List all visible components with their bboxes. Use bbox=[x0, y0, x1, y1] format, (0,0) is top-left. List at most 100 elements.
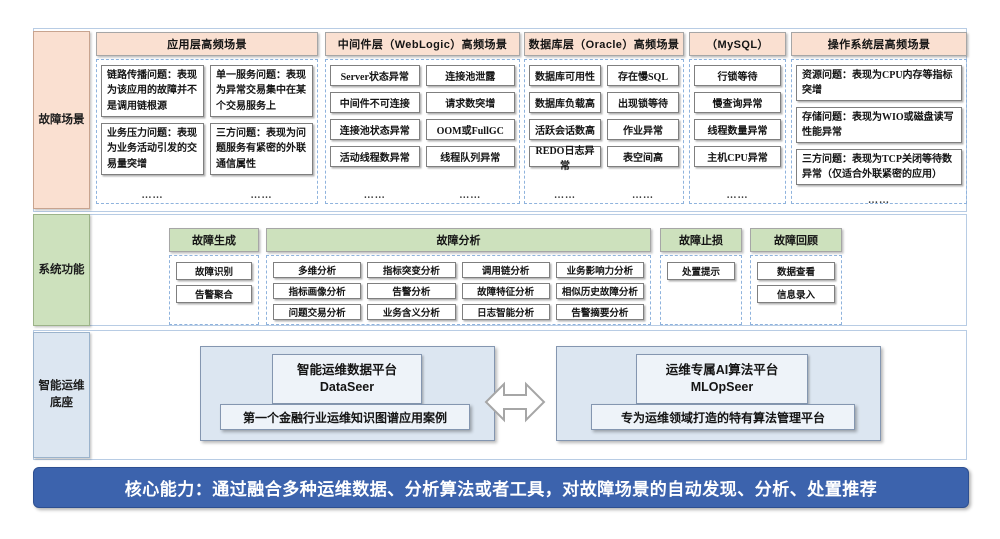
scenario-item[interactable]: 活跃会话数高 bbox=[529, 119, 601, 140]
function-item[interactable]: 信息录入 bbox=[757, 285, 835, 303]
function-item[interactable]: 告警聚合 bbox=[176, 285, 252, 303]
scenario-item[interactable]: 链路传播问题：表现为该应用的故障并不是调用链根源 bbox=[101, 65, 204, 117]
function-column-body: 处置提示 bbox=[660, 255, 742, 325]
function-column: 故障回顾数据查看信息录入 bbox=[750, 228, 842, 325]
scenario-column: 操作系统层高频场景资源问题：表现为CPU内存等指标突增存储问题：表现为WIO或磁… bbox=[791, 32, 967, 206]
function-column-title: 故障分析 bbox=[266, 228, 651, 252]
scenario-item[interactable]: OOM或FullGC bbox=[425, 119, 515, 140]
function-item[interactable]: 业务影响力分析 bbox=[555, 262, 644, 278]
function-column-body: 多维分析指标画像分析问题交易分析指标突变分析告警分析业务含义分析调用链分析故障特… bbox=[266, 255, 651, 325]
platform-name-dataseer: 智能运维数据平台 DataSeer bbox=[272, 354, 422, 404]
scenario-column: （MySQL） 行锁等待慢查询异常线程数量异常主机CPU异常 …… bbox=[689, 32, 786, 204]
scenario-item[interactable]: 线程队列异常 bbox=[425, 146, 515, 167]
scenario-item[interactable]: REDO日志异常 bbox=[529, 146, 601, 172]
function-item[interactable]: 告警分析 bbox=[367, 283, 456, 299]
scenario-item[interactable]: 表空间高 bbox=[607, 146, 679, 167]
double-arrow-horizontal-icon bbox=[484, 374, 546, 430]
function-subcolumn: 指标突变分析告警分析业务含义分析 bbox=[367, 262, 456, 320]
scenario-item[interactable]: 单一服务问题：表现为异常交易集中在某个交易服务上 bbox=[210, 65, 313, 117]
platform-name-line2: MLOpSeer bbox=[690, 380, 754, 394]
function-item[interactable]: 多维分析 bbox=[273, 262, 362, 278]
scenario-column-title: 操作系统层高频场景 bbox=[791, 32, 967, 56]
scenario-subcolumn: Server状态异常中间件不可连接连接池状态异常活动线程数异常 …… bbox=[330, 65, 420, 201]
function-item[interactable]: 问题交易分析 bbox=[273, 304, 362, 320]
function-item[interactable]: 指标突变分析 bbox=[367, 262, 456, 278]
scenario-item[interactable]: Server状态异常 bbox=[330, 65, 420, 86]
function-column-body: 数据查看信息录入 bbox=[750, 255, 842, 325]
function-item[interactable]: 数据查看 bbox=[757, 262, 835, 280]
scenario-item[interactable]: 资源问题：表现为CPU内存等指标突增 bbox=[796, 65, 962, 101]
row-label-base: 智能运维 底座 bbox=[33, 332, 90, 458]
scenario-column: 中间件层（WebLogic）高频场景 Server状态异常中间件不可连接连接池状态… bbox=[325, 32, 520, 204]
scenario-column-body: 资源问题：表现为CPU内存等指标突增存储问题：表现为WIO或磁盘读写性能异常三方… bbox=[791, 59, 967, 206]
function-column: 故障生成故障识别告警聚合 bbox=[169, 228, 259, 325]
function-column-title: 故障回顾 bbox=[750, 228, 842, 252]
function-item[interactable]: 日志智能分析 bbox=[461, 304, 550, 320]
scenario-subcolumn: 资源问题：表现为CPU内存等指标突增存储问题：表现为WIO或磁盘读写性能异常三方… bbox=[796, 65, 962, 206]
scenario-item[interactable]: 请求数突增 bbox=[425, 92, 515, 113]
scenario-item[interactable]: 中间件不可连接 bbox=[330, 92, 420, 113]
function-subcolumn: 调用链分析故障特征分析日志智能分析 bbox=[461, 262, 550, 320]
function-subcolumn: 数据查看信息录入 bbox=[757, 262, 835, 318]
scenario-item[interactable]: 连接池状态异常 bbox=[330, 119, 420, 140]
scenario-ellipsis: …… bbox=[363, 190, 386, 201]
scenario-column-body: Server状态异常中间件不可连接连接池状态异常活动线程数异常 …… 连接池泄露请求… bbox=[325, 59, 520, 204]
scenario-ellipsis: …… bbox=[250, 190, 273, 201]
scenario-ellipsis: …… bbox=[726, 190, 749, 201]
scenario-column-title: 应用层高频场景 bbox=[96, 32, 318, 56]
scenario-item[interactable]: 出现锁等待 bbox=[607, 92, 679, 113]
platform-name-mlopseer: 运维专属AI算法平台 MLOpSeer bbox=[636, 354, 808, 404]
function-column: 故障分析多维分析指标画像分析问题交易分析指标突变分析告警分析业务含义分析调用链分… bbox=[266, 228, 651, 325]
scenario-item[interactable]: 存在慢SQL bbox=[607, 65, 679, 86]
row-label-function: 系统功能 bbox=[33, 214, 90, 326]
core-capability-banner: 核心能力：通过融合多种运维数据、分析算法或者工具，对故障场景的自动发现、分析、处… bbox=[33, 467, 969, 508]
function-item[interactable]: 相似历史故障分析 bbox=[555, 283, 644, 299]
function-item[interactable]: 处置提示 bbox=[667, 262, 735, 280]
scenario-item[interactable]: 主机CPU异常 bbox=[694, 146, 781, 167]
scenario-item[interactable]: 活动线程数异常 bbox=[330, 146, 420, 167]
function-column: 故障止损处置提示 bbox=[660, 228, 742, 325]
function-item[interactable]: 故障特征分析 bbox=[461, 283, 550, 299]
scenario-item[interactable]: 业务压力问题：表现为业务活动引发的交易量突增 bbox=[101, 123, 204, 175]
scenario-column-title: （MySQL） bbox=[689, 32, 786, 56]
scenario-ellipsis: …… bbox=[632, 190, 654, 201]
scenario-item[interactable]: 三方问题：表现为问题服务有紧密的外联通信属性 bbox=[210, 123, 313, 175]
scenario-item[interactable]: 慢查询异常 bbox=[694, 92, 781, 113]
scenario-item[interactable]: 连接池泄露 bbox=[425, 65, 515, 86]
function-item[interactable]: 告警摘要分析 bbox=[555, 304, 644, 320]
function-subcolumn: 业务影响力分析相似历史故障分析告警摘要分析 bbox=[555, 262, 644, 320]
platform-caption-dataseer: 第一个金融行业运维知识图谱应用案例 bbox=[220, 404, 470, 430]
scenario-subcolumn: 行锁等待慢查询异常线程数量异常主机CPU异常 …… bbox=[694, 65, 781, 201]
scenario-item[interactable]: 存储问题：表现为WIO或磁盘读写性能异常 bbox=[796, 107, 962, 143]
function-subcolumn: 处置提示 bbox=[667, 262, 735, 318]
function-column-title: 故障止损 bbox=[660, 228, 742, 252]
function-item[interactable]: 调用链分析 bbox=[461, 262, 550, 278]
scenario-column-title: 数据库层（Oracle）高频场景 bbox=[524, 32, 684, 56]
scenario-column-title: 中间件层（WebLogic）高频场景 bbox=[325, 32, 520, 56]
function-item[interactable]: 指标画像分析 bbox=[273, 283, 362, 299]
function-subcolumn: 故障识别告警聚合 bbox=[176, 262, 252, 318]
scenario-item[interactable]: 行锁等待 bbox=[694, 65, 781, 86]
scenario-ellipsis: …… bbox=[868, 195, 890, 206]
platform-name-line2: DataSeer bbox=[319, 380, 375, 394]
scenario-item[interactable]: 三方问题：表现为TCP关闭等待数异常（仅适合外联紧密的应用） bbox=[796, 149, 962, 185]
scenario-item[interactable]: 数据库可用性 bbox=[529, 65, 601, 86]
scenario-item[interactable]: 数据库负载高 bbox=[529, 92, 601, 113]
platform-name-line1: 智能运维数据平台 bbox=[296, 363, 397, 378]
scenario-subcolumn: 单一服务问题：表现为异常交易集中在某个交易服务上三方问题：表现为问题服务有紧密的… bbox=[210, 65, 313, 201]
function-column-body: 故障识别告警聚合 bbox=[169, 255, 259, 325]
function-column-title: 故障生成 bbox=[169, 228, 259, 252]
scenario-ellipsis: …… bbox=[141, 190, 164, 201]
scenario-column-body: 数据库可用性数据库负载高活跃会话数高 REDO日志异常 …… 存在慢SQL 出现锁等待作… bbox=[524, 59, 684, 204]
scenario-item[interactable]: 作业异常 bbox=[607, 119, 679, 140]
scenario-column: 应用层高频场景链路传播问题：表现为该应用的故障并不是调用链根源业务压力问题：表现… bbox=[96, 32, 318, 204]
row-label-scenario: 故障场景 bbox=[33, 31, 90, 209]
scenario-item[interactable]: 线程数量异常 bbox=[694, 119, 781, 140]
function-item[interactable]: 故障识别 bbox=[176, 262, 252, 280]
scenario-column: 数据库层（Oracle）高频场景数据库可用性数据库负载高活跃会话数高 REDO日志… bbox=[524, 32, 684, 204]
platform-name-line1: 运维专属AI算法平台 bbox=[665, 363, 779, 378]
function-item[interactable]: 业务含义分析 bbox=[367, 304, 456, 320]
scenario-subcolumn: 存在慢SQL 出现锁等待作业异常表空间高 …… bbox=[607, 65, 679, 201]
scenario-column-body: 行锁等待慢查询异常线程数量异常主机CPU异常 …… bbox=[689, 59, 786, 204]
